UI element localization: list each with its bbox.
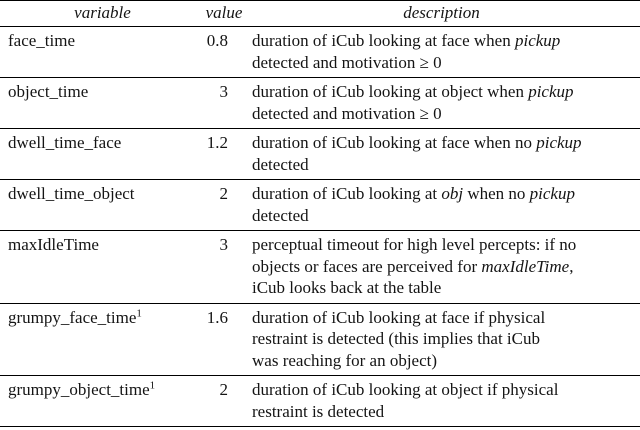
table-row: dwell_time_object 2 duration of iCub looki… xyxy=(0,179,640,231)
table-row: face_time 0.8 duration of iCub looking at … xyxy=(0,26,640,78)
column-header-value: value xyxy=(205,3,243,22)
value-cell: 2 xyxy=(219,380,229,399)
value-cell: 3 xyxy=(219,82,229,101)
description-cell: perceptual timeout for high level percep… xyxy=(252,235,577,297)
variable-cell: face_time xyxy=(8,31,76,50)
variable-cell: grumpy_object_time1 xyxy=(8,379,156,399)
table-row: dwell_time_face 1.2 duration of iCub looki… xyxy=(0,128,640,180)
value-cell: 2 xyxy=(219,184,229,203)
column-header-description: description xyxy=(403,3,480,22)
value-cell: 1.2 xyxy=(206,133,228,152)
variable-cell: dwell_time_face xyxy=(8,133,122,152)
description-cell: duration of iCub looking at object when … xyxy=(252,82,574,123)
variable-cell: dwell_time_object xyxy=(8,184,135,203)
variable-cell: object_time xyxy=(8,82,89,101)
table-header-row: variable value description xyxy=(0,1,640,27)
table-row: grumpy_face_time1 1.6 duration of iCub loo… xyxy=(0,303,640,376)
table-row: object_time 3 duration of iCub looking at … xyxy=(0,77,640,129)
description-cell: duration of iCub looking at face when no… xyxy=(252,133,582,174)
value-cell: 1.6 xyxy=(206,307,228,327)
description-cell: duration of iCub looking at obj when no … xyxy=(252,184,575,225)
variable-cell: maxIdleTime xyxy=(8,235,99,254)
variable-cell: grumpy_face_time1 xyxy=(8,306,142,327)
column-header-variable: variable xyxy=(74,3,131,22)
description-cell: duration of iCub looking at object if ph… xyxy=(252,380,559,421)
footnote-reference: 1 xyxy=(136,306,142,319)
value-cell: 3 xyxy=(219,235,229,254)
description-cell: duration of iCub looking at face when pi… xyxy=(252,31,561,72)
table-row: grumpy_object_time1 2 duration of iCub loo… xyxy=(0,375,640,427)
description-cell: duration of iCub looking at face if phys… xyxy=(252,307,546,370)
footnote-reference: 1 xyxy=(149,379,156,392)
value-cell: 0.8 xyxy=(206,31,228,50)
table-body: face_time 0.8 duration of iCub looking at … xyxy=(0,26,640,427)
table-row: maxIdleTime 3 perceptual timeout for high … xyxy=(0,230,640,304)
